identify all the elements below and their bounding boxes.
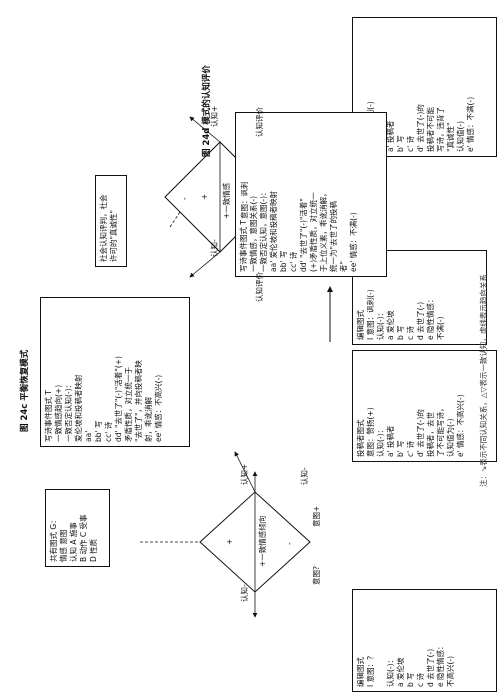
box-line: 认知(-)： <box>386 655 395 687</box>
box-line: 矛盾性质，对立统一于 <box>124 367 133 442</box>
box-line: e 隐性情感： <box>426 295 435 341</box>
left-arrow-label-right-top: 认知- <box>300 467 309 485</box>
box-line: c 诗 <box>406 325 415 340</box>
box-line: ee' 情感：不高兴(-) <box>154 374 163 442</box>
right-arrow-to-editor <box>189 251 221 278</box>
box-line: 投稿者不可能 <box>426 107 435 152</box>
box-line: 者" <box>339 261 348 272</box>
box-line: b 写 <box>406 672 415 687</box>
box-line: 一致情感趋向(+) <box>54 384 63 442</box>
box-line: a 爱伦坡 <box>386 310 395 340</box>
box-line: bb' 写 <box>94 420 103 442</box>
right-diamond-minus: - <box>180 197 189 200</box>
box-line: b' 写 <box>396 135 405 152</box>
box-line: I 意图：？ <box>366 652 375 687</box>
left-diagram-caption: 图 24c 平衡恢复模式 <box>20 349 30 432</box>
box-line: 射，乖讹消解 <box>144 397 153 442</box>
left-diamond-plus: + <box>225 538 234 545</box>
left-arrow-to-event <box>234 451 256 493</box>
box-line: 认知 A 施事 <box>69 522 78 562</box>
box-line: 情感 意图 <box>59 529 68 562</box>
box-line: "真诚性" <box>446 122 455 152</box>
box-line: 许可的"真诚性" <box>109 210 118 262</box>
box-line: cc' 诗 <box>289 251 298 272</box>
left-diamond-center-label: +一致情感倾向 <box>258 515 267 567</box>
box-line: 统一为"去世了的投稿 <box>329 201 338 272</box>
box-line: B 动作 C 受事 <box>79 514 88 562</box>
box-line: 意图：赞扬(+) <box>366 407 375 457</box>
right-arrow-label-right-bottom: 认知- <box>210 239 219 257</box>
left-arrow-label-left-bottom: 认知- <box>240 584 249 602</box>
box-line: b' 写 <box>396 440 405 457</box>
left-arrow-label-right-bottom: 认知+ <box>240 463 249 485</box>
box-line: 一致情感，意图关系(-) <box>249 195 258 272</box>
box-line: 编辑图式 <box>356 657 365 687</box>
box-line: 不满(-) <box>436 316 445 340</box>
box-line: aa' 爱伦坡和投稿者映射 <box>269 190 278 272</box>
box-line: 了不可能写诗， <box>436 404 445 458</box>
box-line: d' 去世了(-)的 <box>416 409 425 457</box>
box-line: 一致否定认知(-)： <box>64 380 73 442</box>
left-shared-schema-box: 共有图式 G： 情感 意图 认知 A 施事 B 动作 C 受事 D 性质 <box>45 489 110 567</box>
box-line: 共有图式 G： <box>49 516 58 562</box>
right-social-judgement-box: 社会认知评判，社会 许可的"真诚性" <box>95 175 127 267</box>
right-diamond-top-label: 认知评价 <box>255 107 264 137</box>
box-line: D 性质 <box>89 538 98 562</box>
box-line: 写诗，违背了 <box>436 107 445 152</box>
box-line: cc' 诗 <box>104 421 113 442</box>
left-contributor-schema-box: 投稿者图式 意图：赞扬(+) 认知(-)： a' 投稿者 b' 写 c' 诗 d… <box>352 350 497 462</box>
right-arrow-to-contributor <box>189 116 221 143</box>
box-line: c 诗 <box>416 672 425 687</box>
right-social-to-diamond <box>169 211 181 228</box>
box-line: d 去世了(-) <box>416 301 425 340</box>
box-line: b 写 <box>396 325 405 340</box>
box-line: d' 去世了(-)的 <box>416 104 425 152</box>
box-line: 投稿者图式 <box>356 419 365 458</box>
box-line: "去世了"，并向投稿者映 <box>134 360 143 442</box>
box-line: a 爱伦坡 <box>396 657 405 687</box>
left-diamond-top-label: 意图+ <box>312 505 321 527</box>
box-line: (+)矛盾性质，对立统一 <box>309 192 318 272</box>
box-line: 一致否定认知，意图(-)： <box>259 188 268 272</box>
box-line: 社会认知评判，社会 <box>99 194 108 263</box>
box-line: 认知值为(-) <box>446 418 455 457</box>
box-line: a' 投稿者 <box>386 425 395 457</box>
box-line: 写诗事件图式 T <box>44 390 53 442</box>
figure-footnote: 注：↘表示不同认知关系，△▽表示一致认知，虚线表示趋向关系 <box>479 274 488 487</box>
box-line <box>376 594 386 687</box>
left-editor-schema-box: 编辑图式 I 意图：？ 认知(-)： a 爱伦坡 b 写 c 诗 d 去世了(-… <box>352 589 497 692</box>
box-line: c' 诗 <box>406 440 415 457</box>
box-line: 认知(-)： <box>376 425 385 457</box>
box-line: 爱伦坡和投稿者映射 <box>74 374 83 443</box>
box-line: ee' 情感：不满(-) <box>349 212 358 272</box>
box-line: c' 诗 <box>406 135 415 152</box>
right-diagram-caption: 图 24d 模式的认知评价 <box>202 65 212 157</box>
left-diamond <box>199 491 311 593</box>
box-line: bb' 写 <box>279 250 288 272</box>
box-line: e 隐性情感： <box>436 642 445 688</box>
box-line: dd' "去世了"(-)"活着"(+) <box>114 356 123 442</box>
right-diamond-center-1: 意图：讽刺 <box>240 181 249 220</box>
right-diamond-plus: + <box>200 193 209 200</box>
box-line: e' 情感：不满(-) <box>466 96 475 152</box>
right-diamond-left-label: 认知评价 <box>255 272 264 302</box>
box-line: 于上位义素，乖讹消解， <box>319 189 328 273</box>
left-diamond-left-label: 意图? <box>312 566 321 585</box>
right-diamond-center-2: +一致情感 <box>222 182 231 219</box>
box-line: aa' <box>84 430 93 442</box>
box-line: 投稿者，去世 <box>426 412 435 457</box>
box-line: 不高兴(-) <box>446 655 455 687</box>
left-event-schema-box: 写诗事件图式 T 一致情感趋向(+) 一致否定认知(-)： 爱伦坡和投稿者映射 … <box>40 297 190 447</box>
box-line: a' 投稿者 <box>386 120 395 152</box>
left-diamond-minus: - <box>285 542 294 545</box>
box-line: e' 情感：不高兴(-) <box>456 394 465 457</box>
box-line: d 去世了(-) <box>426 648 435 687</box>
box-line: 认知值(-) <box>456 120 465 152</box>
box-line: dd' "去世了"(-)"活着" <box>299 198 308 272</box>
